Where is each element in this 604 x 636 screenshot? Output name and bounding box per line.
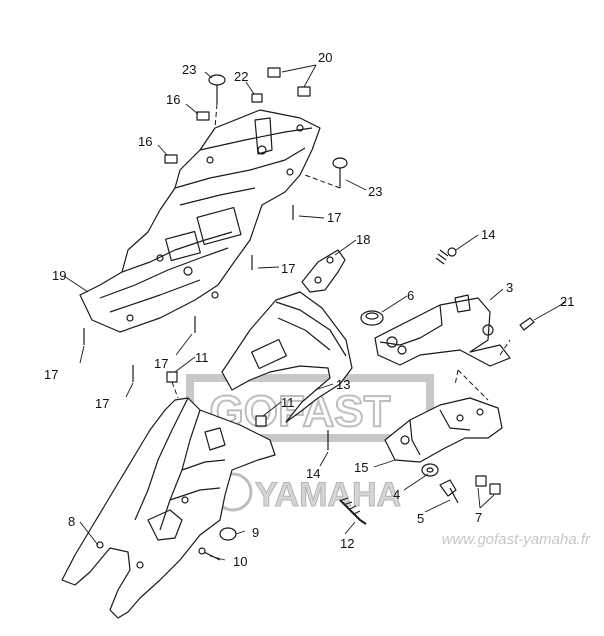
callout-21: 21 <box>560 294 574 309</box>
callout-10: 10 <box>233 554 247 569</box>
watermark-logo-bottom: YAMAHA <box>255 476 401 514</box>
nuts-part-7 <box>475 475 501 495</box>
callout-20: 20 <box>318 50 332 65</box>
callout-19: 19 <box>52 268 66 283</box>
tail-cover-part-13 <box>221 291 353 423</box>
callout-18: 18 <box>356 232 370 247</box>
wire-part-12 <box>339 497 367 525</box>
fasteners <box>83 67 535 561</box>
callout-12: 12 <box>340 536 354 551</box>
rivet-23a <box>208 74 226 86</box>
grommet-part-6 <box>360 310 384 326</box>
callout-23b: 23 <box>368 184 382 199</box>
callout-22: 22 <box>234 69 248 84</box>
callout-4: 4 <box>393 487 400 502</box>
callout-16b: 16 <box>138 134 152 149</box>
clip-22 <box>251 93 263 103</box>
callout-16a: 16 <box>166 92 180 107</box>
callout-17b: 17 <box>281 261 295 276</box>
screw-21 <box>519 317 535 331</box>
callout-15: 15 <box>354 460 368 475</box>
callout-17a: 17 <box>327 210 341 225</box>
callout-11b: 11 <box>281 395 295 410</box>
watermark-url: www.gofast-yamaha.fr <box>442 531 591 548</box>
callout-14a: 14 <box>481 227 495 242</box>
clip-20b <box>297 86 311 97</box>
callout-11a: 11 <box>195 350 209 365</box>
callout-23a: 23 <box>182 62 196 77</box>
callout-5: 5 <box>417 511 424 526</box>
callout-9: 9 <box>252 525 259 540</box>
callout-17e: 17 <box>95 396 109 411</box>
bolt-part-5 <box>439 479 459 504</box>
bracket-part-18 <box>301 249 346 293</box>
callout-13: 13 <box>336 377 350 392</box>
tail-bracket-part-3 <box>374 294 511 367</box>
clip-16b <box>164 154 178 164</box>
callout-17c: 17 <box>44 367 58 382</box>
rivet-23b <box>332 157 348 169</box>
nut-11b <box>255 415 267 427</box>
rear-fender-part-8 <box>61 397 276 619</box>
callout-3: 3 <box>506 280 513 295</box>
callout-6: 6 <box>407 288 414 303</box>
grommet-part-9 <box>219 527 237 541</box>
callout-14b: 14 <box>306 466 320 481</box>
callout-17d: 17 <box>154 356 168 371</box>
license-bracket-part-15 <box>384 397 503 463</box>
leader-lines <box>63 64 567 561</box>
callout-8: 8 <box>68 514 75 529</box>
washer-part-4 <box>421 463 439 477</box>
callout-numbers: 23 22 20 16 16 23 17 18 17 14 19 6 3 21 … <box>44 50 574 569</box>
nut-11a <box>166 371 178 383</box>
screw-14a <box>435 249 449 265</box>
screw-10 <box>203 551 221 561</box>
callout-7: 7 <box>475 510 482 525</box>
rear-frame-part-19 <box>79 109 321 333</box>
assembly-guide-lines <box>171 103 511 401</box>
clip-16a <box>196 111 210 121</box>
clip-20a <box>267 67 281 78</box>
